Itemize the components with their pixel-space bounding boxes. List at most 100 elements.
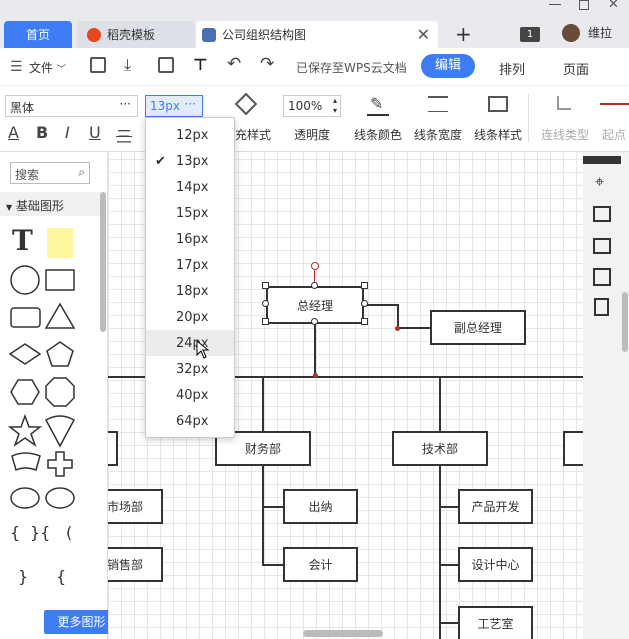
checkmark-icon: ✔ [155,153,166,169]
line-style-icon[interactable] [488,96,508,112]
navigator-icon[interactable]: ⌖ [595,172,605,191]
fontsize-option[interactable]: 40px [146,382,234,408]
rotate-handle[interactable] [311,262,319,270]
resize-handle[interactable] [311,318,318,325]
more-shapes-button[interactable]: 更多图形 [44,610,119,634]
fontsize-option[interactable]: 15px [146,200,234,226]
resize-handle[interactable] [262,318,269,325]
node-accounting[interactable]: 会计 [283,547,358,582]
fontsize-option[interactable]: 14px [146,174,234,200]
line-color-label[interactable]: 线条颜色 [354,128,403,142]
tab-page[interactable]: 页面 [563,63,590,78]
crop-icon[interactable] [593,238,611,254]
node-market[interactable]: 市场部 [108,489,163,524]
save-icon[interactable] [90,57,106,73]
node-craft[interactable]: 工艺室 [458,606,533,639]
fontsize-select[interactable]: 13px ··· [145,95,203,117]
resize-handle[interactable] [262,282,269,289]
avatar[interactable] [562,24,580,42]
fontsize-option-selected[interactable]: ✔ 13px [146,148,234,174]
resize-handle[interactable] [311,282,318,289]
vertical-scrollbar[interactable] [622,292,628,352]
resize-handle[interactable] [361,318,368,325]
resize-handle[interactable] [361,300,368,307]
line-style-label[interactable]: 线条样式 [474,128,523,142]
node-ceo-label: 总经理 [296,298,333,313]
node-vp[interactable]: 副总经理 [430,310,526,345]
file-menu[interactable]: 文件 ﹀ [29,61,66,75]
new-tab-icon[interactable]: + [455,22,472,46]
fontsize-option[interactable]: 64px [146,408,234,434]
basic-shapes-header[interactable]: ▼ 基础图形 [0,192,100,216]
pen-icon[interactable]: ✎ [370,94,384,113]
underline-icon[interactable]: U [89,123,101,142]
tab-document[interactable]: 公司组织结构图 ✕ [196,21,438,48]
tab-home[interactable]: 首页 [4,21,72,48]
fontsize-option[interactable]: 16px [146,226,234,252]
horizontal-scrollbar[interactable] [303,630,383,637]
undo-icon[interactable]: ↶ [227,54,242,74]
resize-handle[interactable] [361,282,368,289]
download-icon[interactable]: ⤓ [124,55,132,74]
fontsize-option[interactable]: 12px [146,122,234,148]
node-vp-label: 副总经理 [453,321,502,335]
start-arrow-icon[interactable] [600,103,629,105]
node-craft-label: 工艺室 [477,617,514,631]
font-color-icon[interactable]: A [8,123,19,142]
start-label[interactable]: 起点 [602,128,627,142]
bold-icon[interactable]: B [36,123,49,142]
pages-icon[interactable] [593,268,611,286]
fontsize-option[interactable]: 18px [146,278,234,304]
note-shape-icon[interactable] [47,228,73,258]
close-tab-icon[interactable]: ✕ [416,25,430,44]
sidebar-scrollbar[interactable] [100,192,106,332]
line-width-icon[interactable] [428,96,448,112]
document-icon[interactable] [594,298,609,316]
search-input[interactable]: 搜索 ⌕ [10,162,90,184]
fontsize-option[interactable]: 20px [146,304,234,330]
node-product[interactable]: 产品开发 [458,489,533,524]
opacity-input[interactable]: 100%▴▾ [283,95,341,117]
tab-daoke-label: 稻壳模板 [107,28,156,42]
user-name[interactable]: 维拉 [588,26,613,40]
shield-shape-icon [44,415,76,448]
basic-shapes-label: 基础图形 [15,199,64,213]
node-partial[interactable] [108,431,118,466]
fill-icon[interactable] [234,92,258,116]
conn-type-label[interactable]: 连线类型 [541,128,590,142]
window-count-badge[interactable]: 1 [520,27,540,42]
text-shape-icon[interactable]: T [12,224,33,257]
font-select[interactable]: 黑体 ··· [5,95,138,117]
format-painter-icon[interactable]: ⊤ [193,55,208,74]
tab-arrange[interactable]: 排列 [499,63,526,78]
fontsize-option-hovered[interactable]: 24px [146,330,234,356]
fontsize-option[interactable]: 32px [146,356,234,382]
connection-anchor[interactable] [313,373,318,378]
connector-line [439,622,459,624]
option-label: 13px [176,153,209,169]
redo-icon[interactable]: ↷ [260,54,275,74]
close-window-icon[interactable]: ✕ [608,0,619,12]
fontsize-option[interactable]: 17px [146,252,234,278]
tab-daoke-templates[interactable]: 稻壳模板 [77,21,195,48]
tab-edit[interactable]: 编辑 [421,54,475,78]
menu-icon[interactable]: ☰ [10,59,23,75]
node-accounting-label: 会计 [308,558,333,572]
minimize-icon[interactable] [549,4,561,5]
line-width-label[interactable]: 线条宽度 [414,128,463,142]
node-design[interactable]: 设计中心 [458,547,533,582]
export-icon[interactable] [158,57,174,73]
node-cashier[interactable]: 出纳 [283,489,358,524]
fill-style-label[interactable]: 充样式 [235,128,272,142]
resize-handle[interactable] [262,300,269,307]
node-tech[interactable]: 技术部 [392,431,488,466]
formula-icon[interactable] [593,206,611,222]
search-placeholder: 搜索 [15,168,40,182]
connection-anchor[interactable] [395,326,400,331]
italic-icon[interactable]: I [65,123,70,142]
strikethrough-icon[interactable]: 三 [116,127,133,146]
maximize-icon[interactable] [579,0,589,10]
node-sales[interactable]: 销售部 [108,547,163,582]
connector-icon[interactable] [557,96,571,110]
node-admin[interactable]: 行政 [563,431,583,466]
